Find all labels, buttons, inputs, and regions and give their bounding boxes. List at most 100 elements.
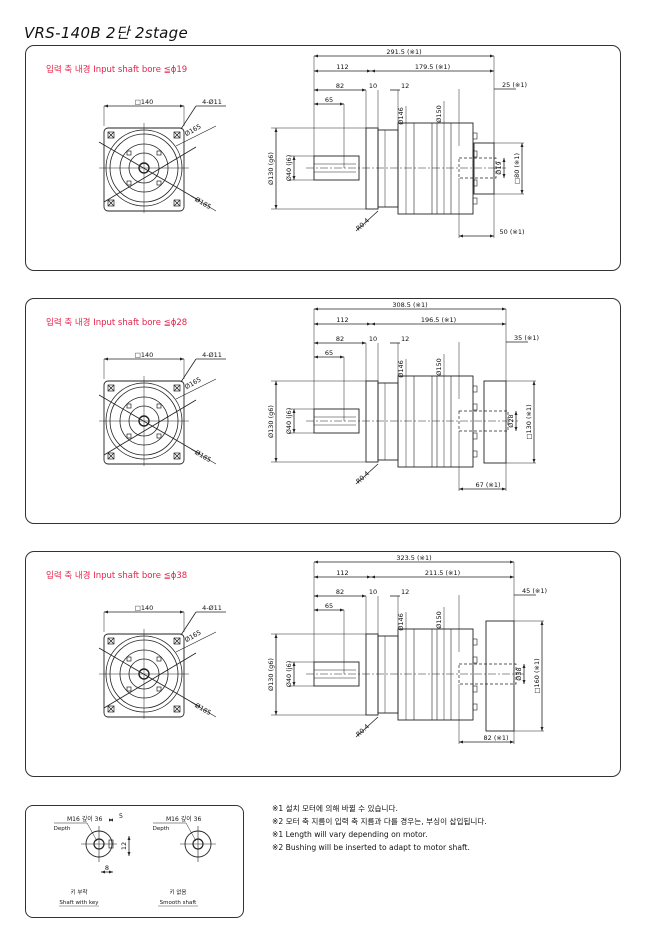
mount-flange: [377, 635, 399, 714]
dimension-label: Ø40 (j6): [285, 155, 293, 181]
drawing-line: [175, 378, 217, 400]
drawing-line: [173, 131, 181, 139]
dimension-label: 65: [325, 602, 333, 610]
drawing-line: [98, 141, 201, 202]
dimension-label: 4-Ø11: [202, 604, 222, 612]
dimension-label: 82: [336, 82, 344, 90]
dimension-label: Ø130 (g6): [267, 658, 275, 691]
dimension-label: Ø150: [435, 358, 443, 376]
dimension-label: □140: [135, 98, 154, 106]
dimension-label: 291.5 (※1): [386, 48, 421, 56]
motor-adapter: [473, 142, 495, 195]
arrow-icon: [502, 158, 506, 178]
dimension-label: □140: [135, 351, 154, 359]
bolt-hole: [107, 705, 115, 713]
tap-hole: [156, 150, 162, 156]
dimension-label: Ø150: [435, 611, 443, 629]
bolt-nub: [472, 403, 478, 411]
drawing-line: [107, 384, 115, 392]
notes: ※1 설치 모터에 의해 바뀔 수 있습니다. ※2 모터 축 지름이 입력 축…: [272, 802, 487, 854]
input-bore-note: 입력 축 내경 Input shaft bore ≦ϕ38: [46, 570, 187, 581]
arrow-icon: [514, 411, 518, 431]
drawing-line: [173, 384, 181, 392]
arrow-icon: [522, 664, 526, 684]
drawing-line: [180, 611, 197, 636]
dimension-label: M16 깊이 36: [67, 815, 102, 823]
gearbox-body: [397, 122, 474, 215]
dimension-label: □130 (※1): [525, 404, 533, 439]
detail-label-en: Smooth shaft: [160, 900, 198, 906]
dimension-label: Ø146: [397, 613, 405, 631]
dimension-label: Ø165: [183, 122, 202, 138]
tap-hole: [126, 403, 132, 409]
dimension-label: Depth: [153, 826, 170, 832]
bolt-nub: [472, 197, 478, 205]
dimension-label: 10: [369, 588, 377, 596]
dimension-label: Ø19: [495, 161, 503, 174]
bolt-hole: [107, 199, 115, 207]
bolt-hole: [173, 131, 181, 139]
drawing-svg: 입력 축 내경 Input shaft bore ≦ϕ38 □140 4-Ø11Ø1…: [46, 554, 547, 744]
bolt-nub: [472, 450, 478, 458]
dimension-label: 82 (※1): [484, 734, 509, 742]
dimension-label: 12: [401, 588, 409, 596]
gearbox-body: [397, 628, 474, 721]
note-1: ※1 설치 모터에 의해 바뀔 수 있습니다.: [272, 804, 398, 813]
drawing-line: [107, 131, 115, 139]
motor-adapter: [483, 380, 507, 464]
detail-label-ko: 키 없음: [170, 888, 187, 896]
page-title: VRS-140B 2단 2stage: [24, 24, 188, 42]
drawing-line: [175, 125, 217, 147]
dimension-label: 45 (※1): [522, 587, 547, 595]
tap-hole: [156, 403, 162, 409]
dimension-label: Ø165: [183, 628, 202, 644]
dimension-label: 12: [401, 82, 409, 90]
dimension-label: 211.5 (※1): [425, 569, 460, 577]
dimension-label: □80 (※1): [513, 153, 521, 184]
dimension-label: 12: [401, 335, 409, 343]
dimension-label: 82: [336, 588, 344, 596]
input-bore-hidden: [458, 410, 509, 432]
mount-flange: [377, 382, 399, 461]
drawing-line: [355, 210, 379, 232]
note-2: ※2 모터 축 지름이 입력 축 지름과 다를 경우는, 부싱이 삽입됩니다.: [272, 817, 487, 826]
bolt-hole: [107, 384, 115, 392]
dimension-label: 179.5 (※1): [415, 63, 450, 71]
bolt-hole: [107, 637, 115, 645]
drawing-line: [175, 631, 217, 653]
dimension-label: 4-Ø11: [202, 98, 222, 106]
arrow-icon: [109, 818, 113, 822]
drawing-line: [98, 394, 201, 455]
arrow-icon: [101, 870, 113, 874]
tap-hole: [156, 433, 162, 439]
dimension-label: Ø130 (g6): [267, 405, 275, 438]
dimension-label: R0.4: [354, 723, 370, 739]
dimension-label: Ø130 (g6): [267, 152, 275, 185]
drawing-line: [355, 463, 379, 485]
drawing-line: [173, 637, 181, 645]
dimension-label: 67 (※1): [476, 481, 501, 489]
drawing-line: [190, 448, 217, 465]
dimension-label: 50 (※1): [500, 228, 525, 236]
drawing-line: [107, 199, 115, 207]
spigot-flange: [365, 380, 379, 463]
bolt-nub: [472, 132, 478, 140]
dimension-label: 112: [336, 316, 348, 324]
drawing-line: [107, 452, 115, 460]
drawing-line: [103, 146, 197, 203]
gearbox-body: [397, 375, 474, 468]
dimension-label: Ø38: [515, 667, 523, 680]
bolt-hole: [107, 131, 115, 139]
dimension-label: □140: [135, 604, 154, 612]
arrow-icon: [127, 836, 131, 856]
drawing-line: [107, 637, 115, 645]
drawing-line: [355, 716, 379, 738]
dimension-label: Ø40 (j6): [285, 408, 293, 434]
dimension-label: Ø150: [435, 105, 443, 123]
drawing-line: [173, 452, 181, 460]
drawing-line: [173, 199, 181, 207]
